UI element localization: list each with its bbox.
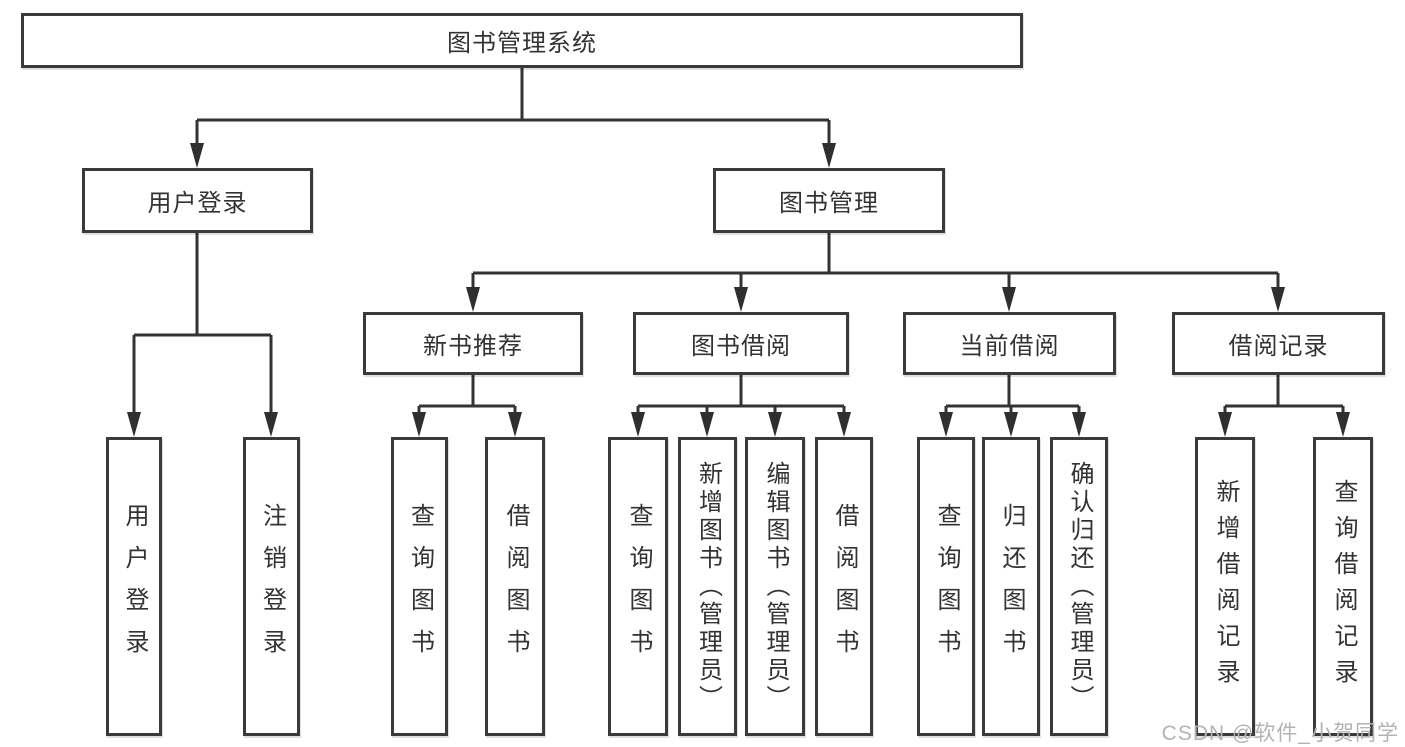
leaf-return-books: 归还图书	[982, 437, 1040, 736]
arrow-icon	[1336, 412, 1350, 437]
arrow-icon	[837, 412, 851, 437]
edge-bookmgmt-to-level3	[471, 233, 1280, 294]
edge-userlogin-to-children	[132, 233, 273, 420]
arrow-icon	[822, 143, 836, 168]
arrow-icon	[1218, 412, 1232, 437]
leaf-user-login: 用户登录	[106, 437, 162, 736]
arrow-icon	[190, 143, 204, 168]
node-book-management: 图书管理	[713, 168, 945, 233]
node-label: 用户登录	[121, 502, 148, 671]
node-borrowing-records: 借阅记录	[1172, 312, 1385, 375]
node-user-login: 用户登录	[82, 168, 313, 233]
arrow-icon	[508, 412, 522, 437]
arrow-icon	[466, 287, 480, 312]
node-label: 借阅图书	[502, 502, 529, 671]
leaf-query-books-current: 查询图书	[917, 437, 975, 736]
leaf-add-books-admin: 新增图书（管理员）	[678, 437, 737, 736]
arrow-icon	[412, 412, 426, 437]
node-label: 编辑图书（管理员）	[762, 460, 789, 713]
node-label: 借阅图书	[831, 502, 858, 671]
node-label: 查询图书	[406, 502, 434, 671]
node-library-management-system: 图书管理系统	[21, 13, 1023, 68]
arrow-icon	[1072, 412, 1086, 437]
arrow-icon	[939, 412, 953, 437]
edge-current-to-children	[944, 375, 1081, 420]
leaf-borrow-books-recommend: 借阅图书	[485, 437, 545, 736]
node-label: 注销登录	[258, 502, 286, 671]
edge-records-to-children	[1223, 375, 1345, 420]
arrow-icon	[734, 287, 748, 312]
arrow-icon	[1004, 412, 1018, 437]
edge-root-to-level2	[195, 68, 831, 150]
node-label: 新增图书（管理员）	[694, 460, 722, 713]
edge-borrowing-to-children	[636, 375, 846, 420]
edge-newbook-to-children	[417, 375, 517, 420]
node-new-book-recommend: 新书推荐	[363, 312, 583, 375]
arrow-icon	[264, 412, 278, 437]
leaf-query-books-borrowing: 查询图书	[608, 437, 668, 736]
leaf-query-books-recommend: 查询图书	[391, 437, 448, 736]
leaf-logout: 注销登录	[243, 437, 300, 736]
node-label: 新增借阅记录	[1212, 478, 1239, 695]
arrow-icon	[700, 412, 714, 437]
node-label: 查询图书	[625, 502, 652, 671]
node-current-borrowing: 当前借阅	[903, 312, 1116, 375]
csdn-watermark: CSDN @软件_小贺同学	[1161, 722, 1399, 745]
node-label: 查询借阅记录	[1330, 478, 1357, 695]
leaf-add-borrow-record: 新增借阅记录	[1195, 437, 1255, 736]
leaf-query-borrow-record: 查询借阅记录	[1313, 437, 1373, 736]
arrow-icon	[127, 412, 141, 437]
node-label: 确认归还（管理员）	[1066, 460, 1093, 713]
arrow-icon	[1002, 287, 1016, 312]
arrow-icon	[768, 412, 782, 437]
arrow-icon	[1271, 287, 1285, 312]
leaf-confirm-return-admin: 确认归还（管理员）	[1050, 437, 1108, 736]
node-label: 查询图书	[933, 502, 960, 671]
leaf-edit-books-admin: 编辑图书（管理员）	[745, 437, 805, 736]
leaf-borrow-books: 借阅图书	[815, 437, 873, 736]
node-label: 归还图书	[998, 502, 1025, 671]
node-book-borrowing: 图书借阅	[633, 312, 849, 375]
arrow-icon	[631, 412, 645, 437]
